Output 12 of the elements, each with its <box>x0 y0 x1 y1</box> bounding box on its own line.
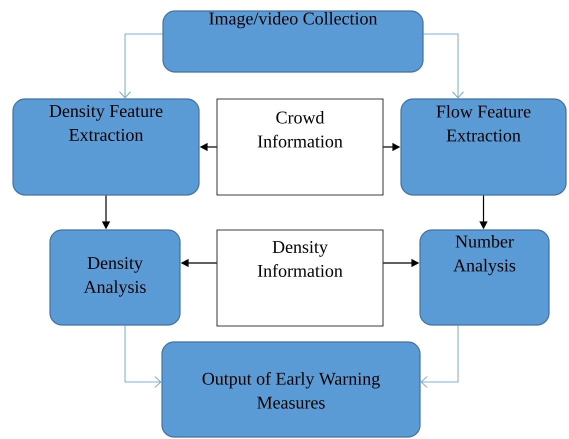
arrow <box>423 34 464 98</box>
process-box: Output of Early Warning Measures <box>161 341 421 438</box>
info-box: Crowd Information <box>216 98 384 196</box>
process-box: Density Analysis <box>49 229 181 326</box>
arrow <box>119 34 163 98</box>
process-box: Density Feature Extraction <box>12 98 200 196</box>
arrow <box>420 325 458 388</box>
info-box: Density Information <box>216 230 384 326</box>
process-box: Flow Feature Extraction <box>400 98 567 196</box>
process-box: Number Analysis <box>419 229 550 326</box>
arrow <box>124 325 162 388</box>
process-box: Image/video Collection <box>162 10 424 73</box>
